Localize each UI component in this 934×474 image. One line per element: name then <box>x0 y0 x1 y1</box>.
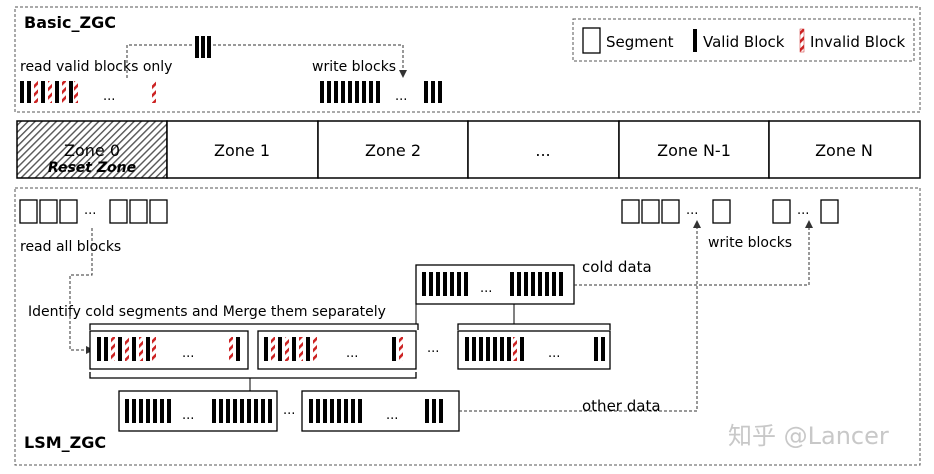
merge-segment-2-ellipsis: ... <box>346 346 358 361</box>
basic-flow-arrowhead <box>399 70 407 78</box>
other-data-segment-2-blocks <box>309 399 443 423</box>
lsm-target-ellipsis-1: ... <box>686 203 698 218</box>
basic-zgc-section <box>14 6 921 113</box>
zone-n-label: Zone N <box>815 141 873 160</box>
merge-segment-1 <box>89 330 249 370</box>
merge-segment-2 <box>257 330 417 370</box>
zone-reset <box>16 120 168 179</box>
zone-reset-name: Zone 0 <box>64 141 120 160</box>
zone-n-1-cell <box>618 120 770 179</box>
other-data-segment-1-blocks <box>125 399 272 423</box>
lsm-source-ellipsis: ... <box>84 203 96 218</box>
zone-2-cell <box>317 120 469 179</box>
legend-valid-block-label: Valid Block <box>703 33 785 51</box>
merge-segment-2-blocks <box>264 337 403 361</box>
legend-invalid-block-label: Invalid Block <box>810 33 906 51</box>
other-data-segment-1-ellipsis: ... <box>182 408 194 423</box>
zone-2-label: Zone 2 <box>365 141 421 160</box>
zone-1-cell <box>166 120 319 179</box>
legend-segment-label: Segment <box>606 33 674 51</box>
watermark: 知乎 @Lancer <box>728 422 889 450</box>
other-data-label: other data <box>582 397 661 415</box>
lsm-target-ellipsis-2: ... <box>797 203 809 218</box>
lsm-zgc-section <box>14 187 921 466</box>
merge-segment-3-ellipsis: ... <box>548 346 560 361</box>
basic-source-ellipsis: ... <box>103 89 115 104</box>
zones-row: Zone 0 Reset Zone Zone 1 Zone 2 ... Zone… <box>16 120 921 179</box>
lsm-read-label: read all blocks <box>20 239 121 255</box>
other-data-segment-2-ellipsis: ... <box>386 408 398 423</box>
merge-bracket-top <box>89 323 419 330</box>
basic-write-label: write blocks <box>312 59 396 75</box>
basic-written-ellipsis: ... <box>395 89 407 104</box>
merge-bracket-right <box>457 323 611 330</box>
basic-read-label: read valid blocks only <box>20 59 172 75</box>
merge-segment-3 <box>457 330 611 370</box>
other-data-arrowhead <box>693 220 701 228</box>
cold-data-blocks <box>422 272 563 296</box>
cold-data-label: cold data <box>582 258 652 276</box>
cold-data-arrowhead <box>805 220 813 228</box>
merge-segment-1-ellipsis: ... <box>182 346 194 361</box>
basic-moved-blocks <box>195 36 211 58</box>
lsm-target-segments <box>621 199 839 224</box>
basic-source-blocks <box>20 81 156 103</box>
other-data-arrow <box>459 226 698 412</box>
zone-ellipsis-label: ... <box>535 141 550 160</box>
lsm-read-arrow <box>69 228 93 351</box>
other-data-row-ellipsis: ... <box>283 403 295 418</box>
legend-segment-swatch <box>582 27 601 54</box>
zone-1-label: Zone 1 <box>214 141 270 160</box>
zone-n-cell <box>768 120 921 179</box>
identify-label: Identify cold segments and Merge them se… <box>28 304 386 320</box>
cold-data-arrow <box>574 226 810 286</box>
merge-segment-1-blocks <box>97 337 240 361</box>
legend: Segment Valid Block Invalid Block <box>572 18 915 62</box>
merge-bracket-bottom <box>89 372 417 379</box>
basic-flow-arrow <box>126 44 404 78</box>
zone-reset-tag: Reset Zone <box>48 160 136 176</box>
lsm-zgc-title: LSM_ZGC <box>24 433 106 452</box>
lsm-source-segments <box>19 199 168 224</box>
merge-row-ellipsis: ... <box>427 341 439 356</box>
legend-invalid-block-swatch <box>799 28 805 53</box>
cold-data-ellipsis: ... <box>480 281 492 296</box>
zone-n-1-label: Zone N-1 <box>657 141 731 160</box>
lsm-write-label: write blocks <box>708 235 792 251</box>
basic-zgc-title: Basic_ZGC <box>24 13 116 32</box>
basic-written-blocks <box>320 81 442 103</box>
zone-ellipsis-cell <box>467 120 620 179</box>
legend-valid-block-swatch <box>693 29 697 52</box>
merge-segment-3-blocks <box>465 337 605 361</box>
